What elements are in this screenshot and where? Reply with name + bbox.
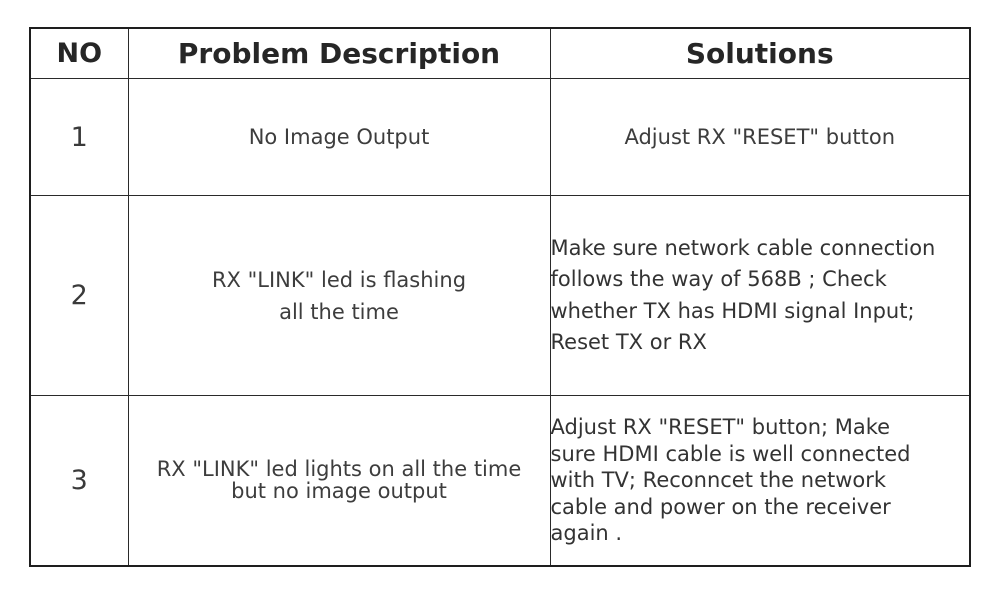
solution-text: Adjust RX "RESET" button; Make sure HDMI… [549,395,971,566]
row-number: 2 [29,195,129,396]
header-row: NO Problem Description Solutions [29,27,971,79]
table-row: 2 RX "LINK" led is flashing all the time… [29,195,971,396]
row-number: 1 [29,78,129,196]
description-line: RX "LINK" led lights on all the time [156,457,522,482]
description-line: No Image Output [248,125,430,149]
header-no: NO [29,27,129,79]
row-number: 3 [29,395,129,566]
solution-text: Adjust RX "RESET" button [549,78,971,196]
table-row: 3 RX "LINK" led lights on all the time b… [29,395,971,566]
header-solutions: Solutions [549,27,971,79]
problem-description: RX "LINK" led is flashing all the time [127,195,551,396]
problem-description: RX "LINK" led lights on all the time but… [127,395,551,566]
header-problem-description: Problem Description [127,27,551,79]
table-row: 1 No Image Output Adjust RX "RESET" butt… [29,78,971,196]
description-line: all the time [279,299,399,324]
problem-description: No Image Output [127,78,551,196]
description-line: RX "LINK" led is flashing [211,267,467,292]
solution-text: Make sure network cable connection follo… [549,195,971,396]
description-line: but no image output [231,479,447,504]
troubleshooting-table: NO Problem Description Solutions 1 No Im… [29,27,971,567]
